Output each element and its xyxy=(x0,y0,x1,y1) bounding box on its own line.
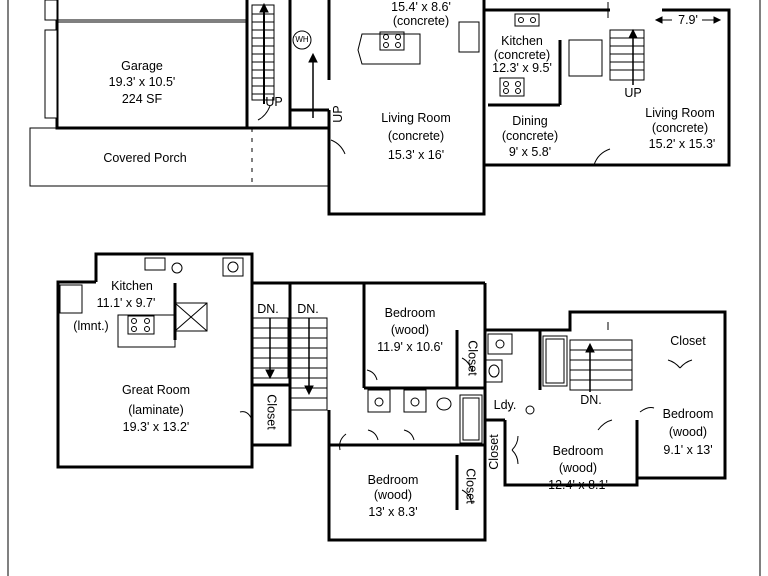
bedroom-1-material: (wood) xyxy=(390,322,430,337)
great-room-dims: 19.3' x 13.2' xyxy=(122,419,190,434)
right-wing-fixtures xyxy=(485,322,609,415)
garage-area: 224 SF xyxy=(121,91,163,106)
garage-dims: 19.3' x 10.5' xyxy=(108,74,176,89)
stair-dn-1-label: DN. xyxy=(257,301,279,316)
unit-a-top-room-dims: 15.4' x 8.6' xyxy=(391,0,451,14)
unit-b-living-name: Living Room xyxy=(645,105,715,120)
kitchen-name: Kitchen xyxy=(111,278,153,293)
bedroom-4-name: Bedroom xyxy=(662,406,714,421)
bedroom-2-name: Bedroom xyxy=(367,472,419,487)
bedroom-3-dims: 12.4' x 8.1' xyxy=(548,477,608,492)
unit-b-dimension-note: 7.9' xyxy=(678,12,698,27)
closet-4-label: Closet xyxy=(670,333,706,348)
closet-1-label: Closet xyxy=(264,394,279,430)
unit-b-stair-up-label: UP xyxy=(624,85,642,100)
great-room-name: Great Room xyxy=(121,382,191,397)
unit-b-kitchen-name: Kitchen xyxy=(501,33,543,48)
unit-b-dining-material: (concrete) xyxy=(501,128,559,143)
bedroom-1-name: Bedroom xyxy=(384,305,436,320)
stair-mid-up-label: UP xyxy=(330,105,345,123)
closet-left-walls xyxy=(252,383,292,447)
bedroom-4-material: (wood) xyxy=(668,424,708,439)
closet-2-label: Closet xyxy=(465,340,480,376)
unit-b-dining-name: Dining xyxy=(512,113,548,128)
unit-b-living-dims: 15.2' x 15.3' xyxy=(648,136,716,151)
unit-b-walls xyxy=(482,0,731,167)
lower-plan xyxy=(56,252,727,542)
unit-a-living-name: Living Room xyxy=(381,110,451,125)
kitchen-fixtures xyxy=(59,257,244,348)
unit-a-top-room-material: (concrete) xyxy=(392,13,450,28)
unit-b-living-material: (concrete) xyxy=(651,120,709,135)
great-room-walls xyxy=(56,252,485,469)
great-room-material: (laminate) xyxy=(128,402,184,417)
right-wing-doors xyxy=(511,359,693,465)
bedroom-block-walls xyxy=(327,283,487,542)
closet-5-label: Closet xyxy=(486,434,501,470)
bedroom-4-dims: 9.1' x 13' xyxy=(663,442,713,457)
bath-fixtures xyxy=(367,389,483,444)
page-frame xyxy=(7,0,761,576)
bedroom-3-name: Bedroom xyxy=(552,443,604,458)
stair-dn-3-label: DN. xyxy=(580,392,602,407)
unit-b-dimension-arrow xyxy=(654,16,722,24)
unit-b-dining-dims: 9' x 5.8' xyxy=(508,144,552,159)
laundry-left-label: (lmnt.) xyxy=(73,318,109,333)
water-heater-label: WH xyxy=(295,35,309,44)
right-wing-walls xyxy=(483,310,727,487)
garage-door xyxy=(44,0,247,119)
stair-left xyxy=(251,2,275,104)
bedroom-1-dims: 11.9' x 10.6' xyxy=(377,339,443,354)
unit-b-kitchen-material: (concrete) xyxy=(493,47,551,62)
upper-plan xyxy=(29,0,731,216)
bedroom-3-material: (wood) xyxy=(558,460,598,475)
right-wing-stair xyxy=(569,339,633,392)
unit-b-door xyxy=(593,148,611,166)
water-heater-icon xyxy=(292,30,312,50)
bedroom-2-material: (wood) xyxy=(373,487,413,502)
unit-a-doors xyxy=(257,105,346,155)
unit-b-kitchen-dims: 12.3' x 9.5' xyxy=(492,60,552,75)
unit-a-island xyxy=(357,21,480,65)
covered-porch-outline xyxy=(29,127,329,187)
unit-b-stair xyxy=(609,28,645,85)
utility-walls xyxy=(245,0,329,130)
stair-left-up-label: UP xyxy=(265,94,283,109)
stairs-center xyxy=(251,317,328,411)
closet-3-label: Closet xyxy=(463,468,478,504)
kitchen-dims: 11.1' x 9.7' xyxy=(96,295,156,310)
covered-porch-name: Covered Porch xyxy=(103,150,187,165)
stair-dn-2-label: DN. xyxy=(297,301,319,316)
garage-name: Garage xyxy=(121,58,163,73)
unit-a-living-dims: 15.3' x 16' xyxy=(387,147,445,162)
unit-a-living-material: (concrete) xyxy=(387,128,445,143)
unit-b-fixtures xyxy=(499,2,609,97)
stair-mid xyxy=(308,52,318,118)
bedroom-doors xyxy=(239,357,473,505)
bedroom-2-dims: 13' x 8.3' xyxy=(368,504,418,519)
laundry-right-label: Ldy. xyxy=(493,397,517,412)
